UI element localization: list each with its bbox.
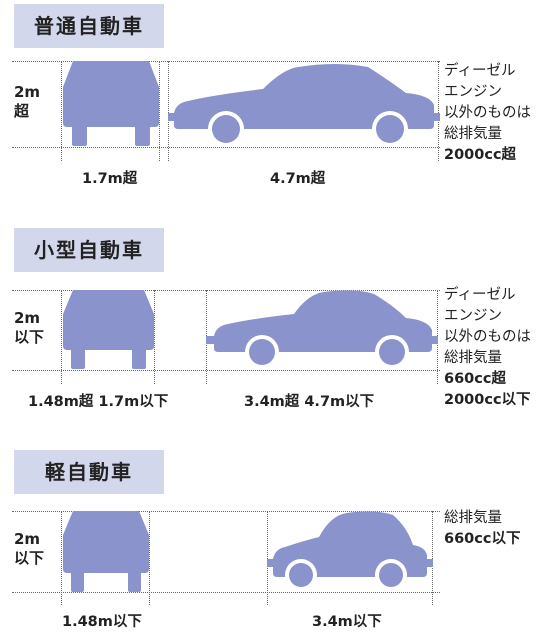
length-guide-left — [267, 511, 268, 605]
top-guide-line — [12, 290, 440, 291]
top-guide-line — [12, 511, 440, 512]
length-guide-left — [168, 61, 169, 161]
width-guide-right — [149, 511, 150, 605]
car-side-view — [267, 511, 433, 591]
length-label: 3.4m以下 — [312, 614, 382, 630]
width-label: 1.48m超 1.7m以下 — [28, 394, 169, 410]
bottom-guide-line — [12, 592, 440, 593]
length-guide-right — [438, 61, 439, 161]
width-guide-right — [154, 290, 155, 384]
car-side-view — [168, 64, 440, 147]
width-label: 1.7m超 — [82, 171, 138, 187]
displacement-notes: 総排気量 660cc以下 — [444, 510, 521, 547]
width-label: 1.48m以下 — [62, 614, 142, 630]
length-label: 3.4m超 4.7m以下 — [244, 394, 375, 410]
width-guide-left — [61, 61, 62, 161]
height-label: 2m 以下 — [14, 530, 45, 567]
car-front-view — [63, 61, 159, 146]
car-front-view — [63, 290, 154, 369]
width-guide-left — [61, 290, 62, 384]
section-regular-car: 普通自動車 2m 超 1.7m超 4.7m超 ディーゼル エンジン 以外のものは… — [0, 0, 547, 200]
car-front-view — [63, 511, 149, 592]
section-title: 軽自動車 — [14, 450, 164, 494]
section-title: 小型自動車 — [14, 228, 164, 272]
length-label: 4.7m超 — [270, 171, 326, 187]
section-kei-car: 軽自動車 2m 以下 1.48m以下 3.4m以下 総排気量 660cc以下 — [0, 450, 547, 638]
height-label: 2m 超 — [14, 83, 41, 120]
top-guide-line — [12, 61, 440, 62]
bottom-guide-line — [12, 370, 440, 371]
displacement-notes: ディーゼル エンジン 以外のものは 総排気量 2000cc超 — [444, 63, 531, 163]
width-guide-left — [61, 511, 62, 605]
height-label: 2m 以下 — [14, 309, 45, 346]
length-guide-right — [432, 511, 433, 605]
bottom-guide-line — [12, 147, 440, 148]
car-side-view — [206, 290, 438, 369]
section-title: 普通自動車 — [14, 4, 164, 48]
displacement-notes: ディーゼル エンジン 以外のものは 総排気量 660cc超 2000cc以下 — [444, 287, 531, 408]
section-small-car: 小型自動車 2m 以下 1.48m超 1.7m以下 3.4m超 4.7m以下 デ… — [0, 224, 547, 424]
width-guide-right — [159, 61, 160, 161]
